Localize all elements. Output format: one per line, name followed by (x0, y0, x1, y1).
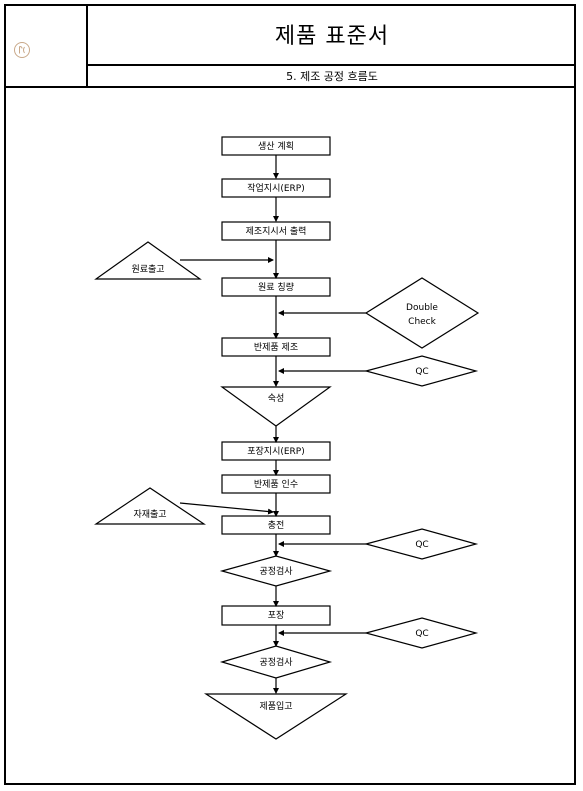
header-title-cell: 제품 표준서 (88, 4, 576, 66)
input-label-packaging: 자재출고 (133, 509, 166, 520)
process-box-packing (221, 605, 331, 626)
document-title: 제품 표준서 (274, 24, 390, 49)
raw-material-triangle (94, 241, 202, 280)
step-label-aging: 숙성 (268, 393, 285, 404)
check-label-qc-3: QC (415, 629, 428, 639)
step-label-packing: 포장 (268, 610, 285, 621)
aging-triangle (220, 386, 332, 427)
step-label-weighing: 원료 칭량 (258, 281, 294, 293)
check-label-qc-1: QC (415, 367, 428, 377)
check-label-qc-2: QC (415, 540, 428, 550)
process-box-semi-receipt (221, 474, 331, 494)
step-label-inspection-1: 공정검사 (259, 565, 293, 577)
qc-diamond-2 (363, 528, 479, 560)
step-label-manufacturing-order: 제조지시서 출력 (246, 225, 307, 237)
receipt-triangle (203, 693, 349, 740)
inspection-diamond-1 (219, 555, 333, 587)
process-box-weighing (221, 277, 331, 297)
step-label-work-order: 작업지시(ERP) (247, 183, 305, 194)
input-label-raw-material: 원료출고 (131, 264, 164, 275)
company-logo (14, 42, 30, 58)
qc-diamond-1 (363, 355, 479, 387)
document-frame (4, 4, 576, 785)
step-label-plan: 생산 계획 (258, 140, 294, 152)
process-box-plan (221, 136, 331, 156)
step-label-semi-receipt: 반제품 인수 (254, 479, 298, 490)
header-subtitle-cell: 5. 제조 공정 흐름도 (88, 66, 576, 88)
step-label-filling: 충전 (268, 520, 285, 531)
process-box-semi-product (221, 337, 331, 357)
step-label-inspection-2: 공정검사 (259, 656, 293, 668)
step-label-packing-order: 포장지시(ERP) (247, 446, 305, 457)
qc-diamond-3 (363, 617, 479, 649)
process-box-manufacturing-order (221, 221, 331, 241)
process-box-packing-order (221, 441, 331, 461)
section-title: 5. 제조 공정 흐름도 (286, 70, 378, 83)
check-label-check: Check (408, 317, 436, 327)
process-box-work-order (221, 178, 331, 198)
double-check-diamond (364, 277, 480, 349)
packaging-material-triangle (94, 487, 206, 525)
process-box-filling (221, 515, 331, 535)
inspection-diamond-2 (219, 645, 333, 679)
logo-cell (4, 4, 88, 88)
input-arrow (179, 502, 274, 515)
step-label-receipt: 제품입고 (259, 700, 292, 712)
check-label-double: Double (406, 303, 438, 313)
step-label-semi-product: 반제품 제조 (254, 342, 298, 353)
